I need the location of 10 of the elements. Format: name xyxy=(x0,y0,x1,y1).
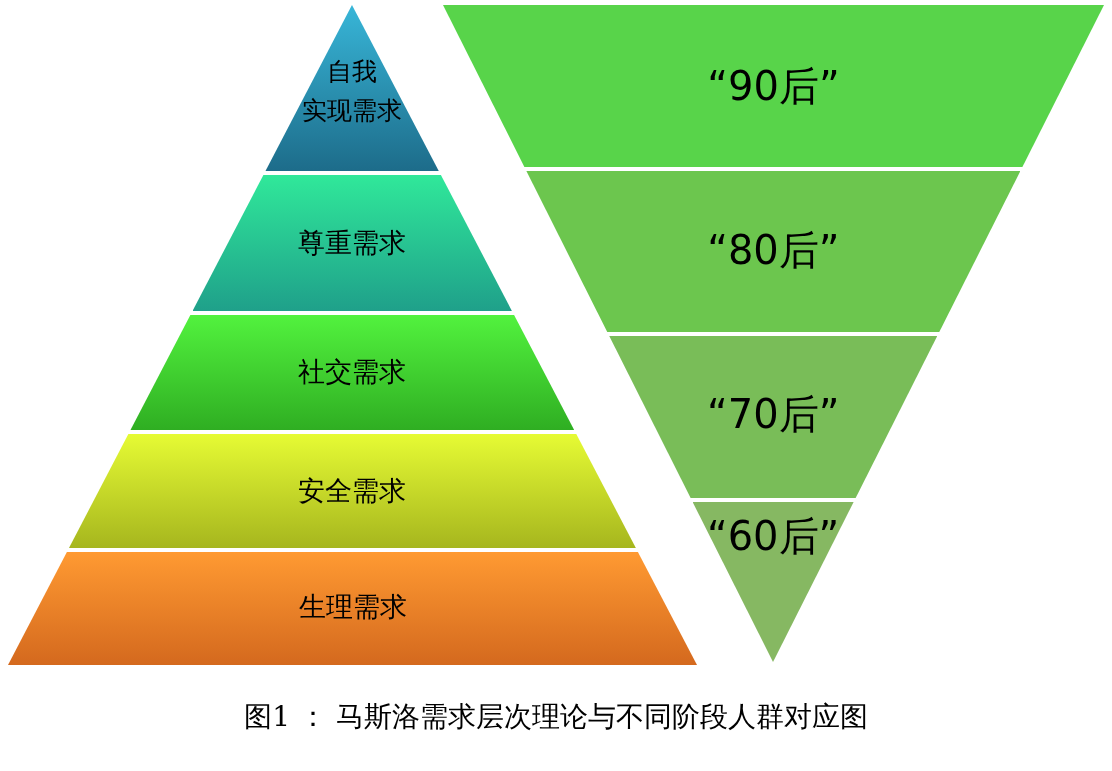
level-label: 自我实现需求 xyxy=(301,56,404,127)
level-label: “60后” xyxy=(705,512,841,561)
level-label: “90后” xyxy=(706,62,841,111)
level-label: 社交需求 xyxy=(297,355,408,390)
level-label: “80后” xyxy=(706,226,841,275)
level-label: “70后” xyxy=(706,390,841,439)
level-label: 生理需求 xyxy=(297,590,408,625)
level-label: 尊重需求 xyxy=(297,226,408,261)
figure-caption: 图1 ： 马斯洛需求层次理论与不同阶段人群对应图 xyxy=(243,699,869,735)
level-label: 安全需求 xyxy=(297,474,408,509)
